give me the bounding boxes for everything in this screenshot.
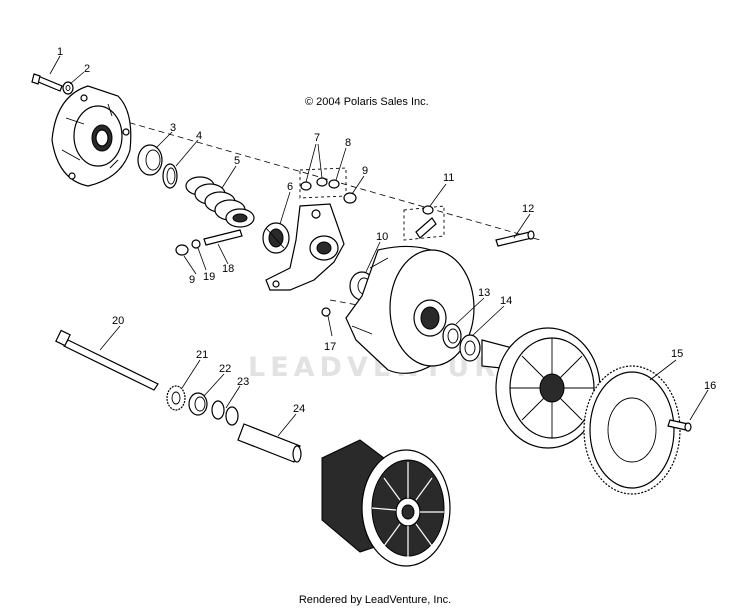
callout-8: 8 <box>345 137 351 149</box>
callout-6: 6 <box>287 181 293 193</box>
callout-22: 22 <box>219 363 231 375</box>
assembled-clutch[interactable] <box>321 439 451 567</box>
part-22-bushing[interactable] <box>188 392 208 416</box>
callout-9-upper: 9 <box>362 165 368 177</box>
part-13-bushing[interactable] <box>442 323 462 349</box>
part-11-plate[interactable] <box>403 205 445 241</box>
spider-arm[interactable] <box>265 203 345 291</box>
part-24-tube[interactable] <box>237 423 302 463</box>
callout-5: 5 <box>234 155 240 167</box>
part-8-bushing[interactable] <box>328 179 340 189</box>
part-12-pin[interactable] <box>495 230 535 247</box>
part-19-washer[interactable] <box>191 239 201 249</box>
callout-1: 1 <box>57 46 63 58</box>
callout-11: 11 <box>443 172 454 184</box>
callout-14: 14 <box>500 295 512 307</box>
part-4-ring[interactable] <box>162 163 178 189</box>
part-9-bushing-lower[interactable] <box>175 244 189 256</box>
callout-24: 24 <box>293 403 305 415</box>
callout-23: 23 <box>237 376 249 388</box>
part-14-washer[interactable] <box>459 334 481 362</box>
part-15-ring-gear[interactable] <box>583 365 681 495</box>
callout-2: 2 <box>84 63 90 75</box>
callout-15: 15 <box>671 348 683 360</box>
callout-7: 7 <box>314 132 320 144</box>
callout-17: 17 <box>324 341 336 353</box>
callout-12: 12 <box>522 203 534 215</box>
callout-20: 20 <box>112 315 124 327</box>
part-20-bolt[interactable] <box>55 329 159 391</box>
assembly-centerline <box>119 119 541 241</box>
part-2-washer[interactable] <box>62 81 74 95</box>
callout-13: 13 <box>478 287 490 299</box>
footer-credit: Rendered by LeadVenture, Inc. <box>298 594 452 606</box>
part-3-bushing[interactable] <box>137 144 163 176</box>
leader-lines <box>49 55 709 437</box>
callout-16: 16 <box>704 380 716 392</box>
part-17-nut[interactable] <box>321 307 331 317</box>
part-6-roller[interactable] <box>262 222 290 254</box>
callout-18: 18 <box>222 263 234 275</box>
part-21-lockwasher[interactable] <box>166 385 186 411</box>
part-1-bolt[interactable] <box>31 73 63 92</box>
part-9-bushing-upper[interactable] <box>343 192 357 204</box>
callout-10: 10 <box>376 231 388 243</box>
part-18-pin[interactable] <box>203 229 243 246</box>
callout-21: 21 <box>196 349 208 361</box>
cover-plate[interactable] <box>51 85 132 187</box>
callout-9-lower: 9 <box>189 274 195 286</box>
callout-3: 3 <box>170 122 176 134</box>
part-23-orings[interactable] <box>211 400 239 426</box>
fixed-sheave[interactable] <box>481 327 601 449</box>
part-16-bolt[interactable] <box>667 419 692 432</box>
callout-4: 4 <box>196 130 202 142</box>
part-5-spring[interactable] <box>185 176 255 228</box>
callout-19: 19 <box>203 271 215 283</box>
copyright-text: © 2004 Polaris Sales Inc. <box>305 96 429 108</box>
